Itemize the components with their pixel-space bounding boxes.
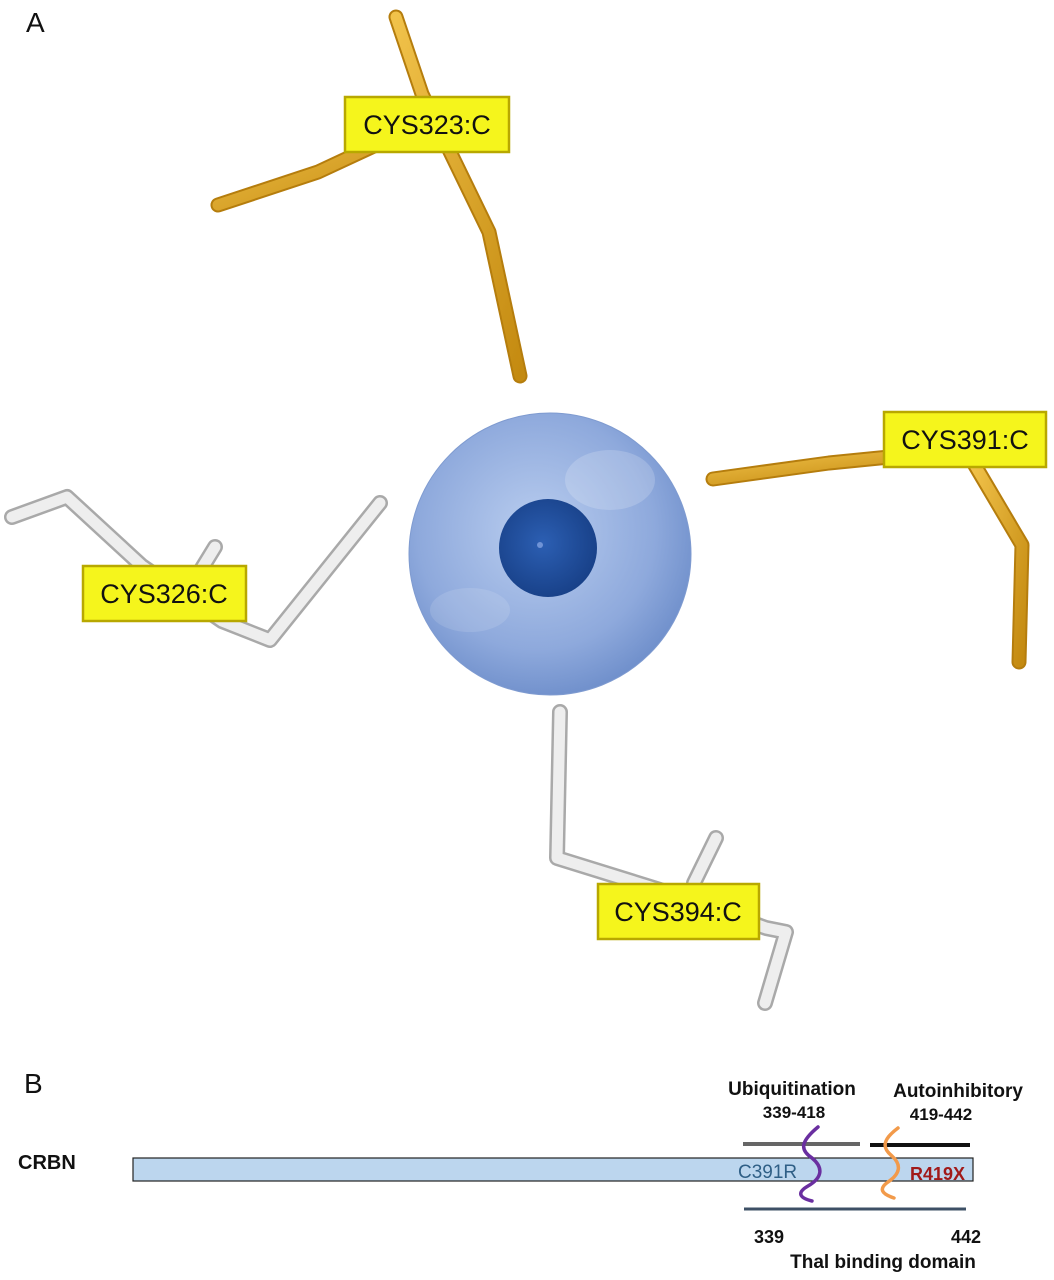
r419x-squiggle-marker <box>880 1126 901 1200</box>
c391r-squiggle-marker <box>799 1125 822 1203</box>
metal-ion-core <box>499 499 597 597</box>
thal-binding-start: 339 <box>754 1227 784 1247</box>
cys391-stick <box>705 445 1030 670</box>
mutation-c391r-label: C391R <box>738 1162 797 1183</box>
thal-binding-end: 442 <box>951 1227 981 1247</box>
residue-label-cys394: CYS394:C <box>596 882 761 941</box>
crbn-protein-bar <box>132 1157 974 1182</box>
ubiquitination-title: Ubiquitination <box>728 1079 856 1100</box>
protein-name: CRBN <box>18 1152 76 1174</box>
mutation-r419x-label: R419X <box>910 1164 965 1184</box>
cys394-stick <box>549 704 794 1011</box>
residue-label-cys394-text: CYS394:C <box>614 897 742 927</box>
residue-label-cys326: CYS326:C <box>81 564 248 623</box>
ubiquitination-range: 339-418 <box>763 1103 825 1122</box>
panel-b-letter: B <box>24 1068 43 1099</box>
cys323-stick <box>210 9 528 384</box>
autoinhibitory-title: Autoinhibitory <box>893 1081 1023 1102</box>
residue-label-cys326-text: CYS326:C <box>100 579 228 609</box>
residue-label-cys323-text: CYS323:C <box>363 110 491 140</box>
residue-label-cys391: CYS391:C <box>882 410 1048 469</box>
residue-label-cys391-text: CYS391:C <box>901 425 1029 455</box>
panel-a-letter: A <box>26 7 45 38</box>
residue-label-cys323: CYS323:C <box>343 95 511 154</box>
autoinhibitory-range: 419-442 <box>910 1105 972 1124</box>
metal-ion-sphere <box>408 412 692 696</box>
thal-binding-title: Thal binding domain <box>790 1252 976 1273</box>
